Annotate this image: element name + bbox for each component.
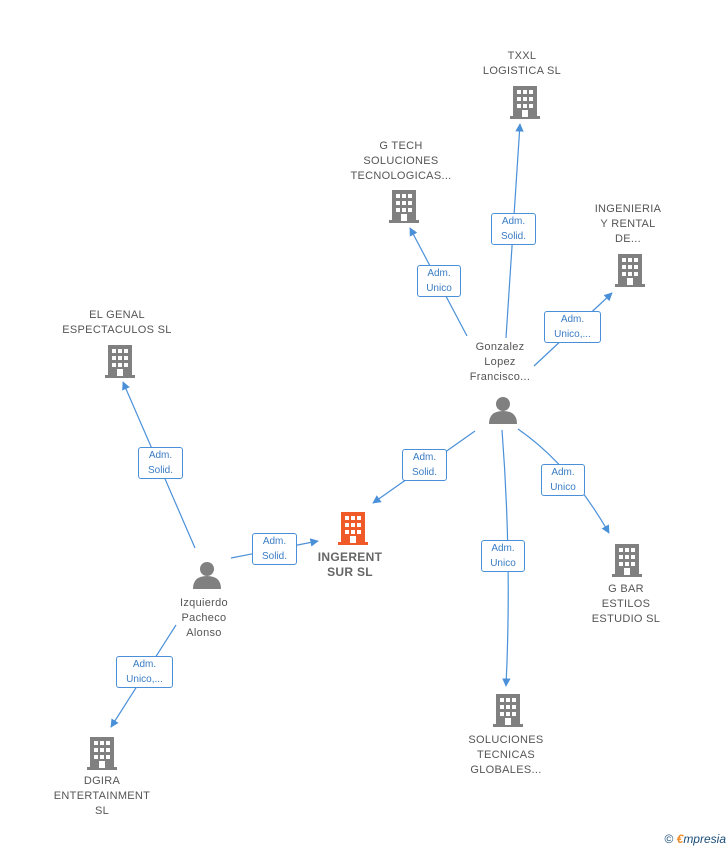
footer-brand[interactable]: © €mpresia — [664, 832, 726, 846]
company-label-dgira[interactable]: DGIRA ENTERTAINMENT SL — [53, 775, 151, 817]
building-icon-elgenal — [105, 345, 135, 378]
building-icon-gbar — [612, 544, 642, 577]
building-icon-dgira — [87, 737, 117, 770]
edge-label-gtech: Adm. Unico — [417, 265, 461, 297]
company-label-gtech[interactable]: G TECH SOLUCIONES TECNOLOGICAS... — [350, 140, 452, 182]
company-label-ingenieria[interactable]: INGENIERIA Y RENTAL DE... — [594, 203, 662, 245]
center-company-label[interactable]: INGERENT SUR SL — [317, 550, 383, 579]
company-label-gbar[interactable]: G BAR ESTILOS ESTUDIO SL — [591, 583, 661, 625]
edge-label-ingenieria: Adm. Unico,... — [544, 311, 601, 343]
edge-label-dgira: Adm. Unico,... — [116, 656, 173, 688]
building-icon-gtech — [389, 190, 419, 223]
building-icon-txxl — [510, 86, 540, 119]
person-icon-gonzalez[interactable] — [488, 396, 518, 424]
edge-label-soluciones: Adm. Unico — [481, 540, 525, 572]
person-label-izquierdo[interactable]: Izquierdo Pacheco Alonso — [180, 597, 228, 639]
copyright-icon: © — [664, 832, 674, 846]
building-icon-ingenieria — [615, 254, 645, 287]
person-label-gonzalez[interactable]: Gonzalez Lopez Francisco... — [469, 341, 531, 383]
company-label-txxl[interactable]: TXXL LOGISTICA SL — [482, 50, 562, 77]
brand-name: mpresia — [683, 832, 726, 846]
building-icon-center[interactable] — [337, 510, 369, 546]
edge-label-center-from-izquierdo: Adm. Solid. — [252, 533, 297, 565]
edge-label-elgenal: Adm. Solid. — [138, 447, 183, 479]
building-icon-soluciones — [493, 694, 523, 727]
edge-label-gbar: Adm. Unico — [541, 464, 585, 496]
edge-label-center-from-gonzalez: Adm. Solid. — [402, 449, 447, 481]
brand-logo-mark: € — [676, 832, 684, 846]
person-icon-izquierdo[interactable] — [192, 561, 222, 589]
edge-label-txxl: Adm. Solid. — [491, 213, 536, 245]
company-label-soluciones[interactable]: SOLUCIONES TECNICAS GLOBALES... — [468, 734, 544, 776]
company-label-elgenal[interactable]: EL GENAL ESPECTACULOS SL — [62, 309, 172, 336]
